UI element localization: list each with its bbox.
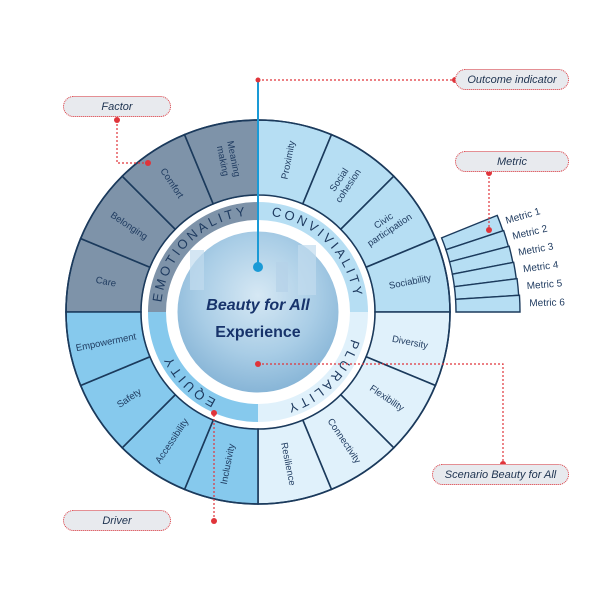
callout-scenario: Scenario Beauty for All (432, 464, 569, 485)
connector-dots (114, 77, 506, 524)
callout-driver: Driver (63, 510, 171, 531)
metric-segment-6 (454, 294, 521, 313)
driver-segment-conviviality (258, 202, 368, 312)
outcome-indicator-dot (253, 262, 263, 272)
factor-label-care: Care (95, 275, 117, 290)
callout-factor: Factor (63, 96, 171, 117)
center-title-line2: Experience (215, 324, 300, 341)
callout-connectors (116, 79, 504, 521)
driver-segment-equity (148, 312, 258, 422)
metric-label-2: Metric 2 (511, 224, 549, 243)
metric-label-1: Metric 1 (504, 206, 542, 227)
metric-label-5: Metric 5 (526, 278, 563, 292)
metric-label-3: Metric 3 (517, 241, 554, 258)
metric-label-4: Metric 4 (522, 260, 559, 276)
driver-segment-emotionality (148, 202, 258, 312)
driver-segment-plurality (258, 312, 368, 422)
callout-outcome-indicator: Outcome indicator (455, 69, 569, 90)
center-circle: Beauty for All Experience (174, 228, 342, 396)
metric-label-6: Metric 6 (529, 297, 565, 309)
center-title-line1: Beauty for All (206, 297, 310, 314)
callout-metric: Metric (455, 151, 569, 172)
